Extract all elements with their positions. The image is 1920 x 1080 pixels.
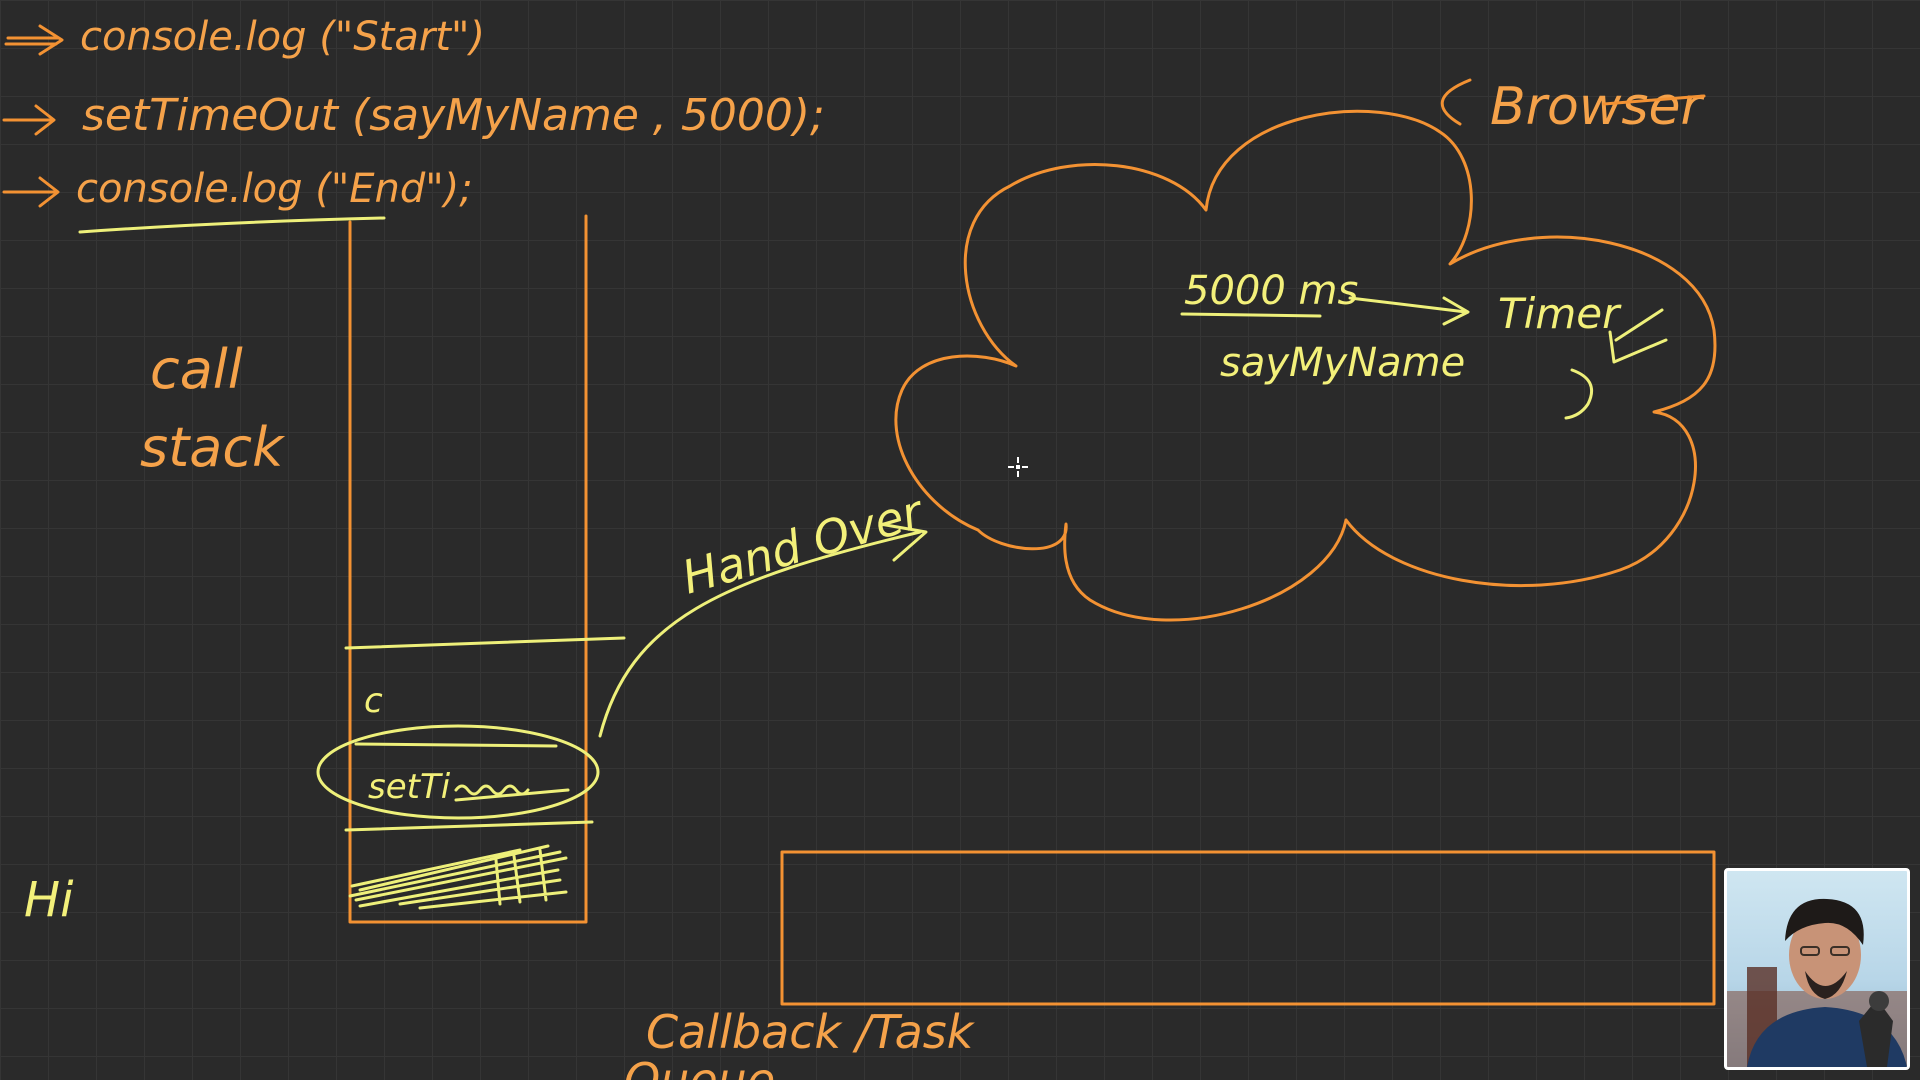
stack-frame-top-line <box>354 742 558 748</box>
code-line-3-underline <box>78 216 386 234</box>
cloud-outline <box>894 109 1717 622</box>
call-stack: call stack c setTi <box>140 214 626 924</box>
call-stack-label-1: call <box>150 338 243 401</box>
call-stack-container <box>348 214 588 924</box>
stack-frame-settimeout: setTi <box>368 767 451 807</box>
arrow-line-2-icon <box>2 104 56 136</box>
stack-frame-c: c <box>364 681 383 721</box>
browser-label-underline <box>1440 78 1706 126</box>
stack-frame-bottom-line <box>344 820 594 832</box>
timer-check-icon <box>1608 308 1668 364</box>
code-line-3: console.log ("End"); <box>76 166 473 212</box>
code-line-2: setTimeOut (sayMyName , 5000); <box>82 90 825 141</box>
arrow-line-3-icon <box>2 176 60 208</box>
callback-queue-label: Callback /Task <box>646 1005 976 1059</box>
browser-cloud: Browser 5000 ms Timer sayMyName <box>894 77 1717 622</box>
code-block: console.log ("Start") setTimeOut (sayMyN… <box>2 14 825 234</box>
hand-over-arrow: Hand Over <box>598 484 931 738</box>
stack-frame-settimeout-circle <box>316 724 600 820</box>
arrow-line-1-icon <box>4 24 64 56</box>
presenter-avatar-icon <box>1727 898 1907 1067</box>
timer-bracket-icon <box>1564 368 1593 420</box>
callback-function-name: sayMyName <box>1220 340 1465 386</box>
stack-top-line <box>344 636 626 650</box>
scribbled-out-frame <box>348 844 568 910</box>
call-stack-label-2: stack <box>140 416 286 479</box>
browser-label: Browser <box>1490 77 1705 137</box>
stack-frame-scribble-tail <box>454 784 570 802</box>
hand-over-curve <box>598 530 922 738</box>
timer-duration: 5000 ms <box>1184 268 1358 314</box>
timer-label: Timer <box>1498 289 1622 338</box>
timer-duration-underline <box>1180 312 1322 318</box>
crosshair-move-icon <box>1008 457 1028 477</box>
callback-queue-box <box>780 850 1716 1006</box>
hand-over-arrowhead-icon <box>878 522 928 562</box>
callback-queue: Callback /Task Queue <box>624 850 1716 1080</box>
output-hi: Hi <box>24 872 74 928</box>
queue-label: Queue <box>624 1053 775 1080</box>
presenter-webcam <box>1724 868 1910 1070</box>
code-line-1: console.log ("Start") <box>80 14 485 60</box>
hand-over-label: Hand Over <box>676 484 931 605</box>
timer-arrow-icon <box>1348 296 1470 326</box>
